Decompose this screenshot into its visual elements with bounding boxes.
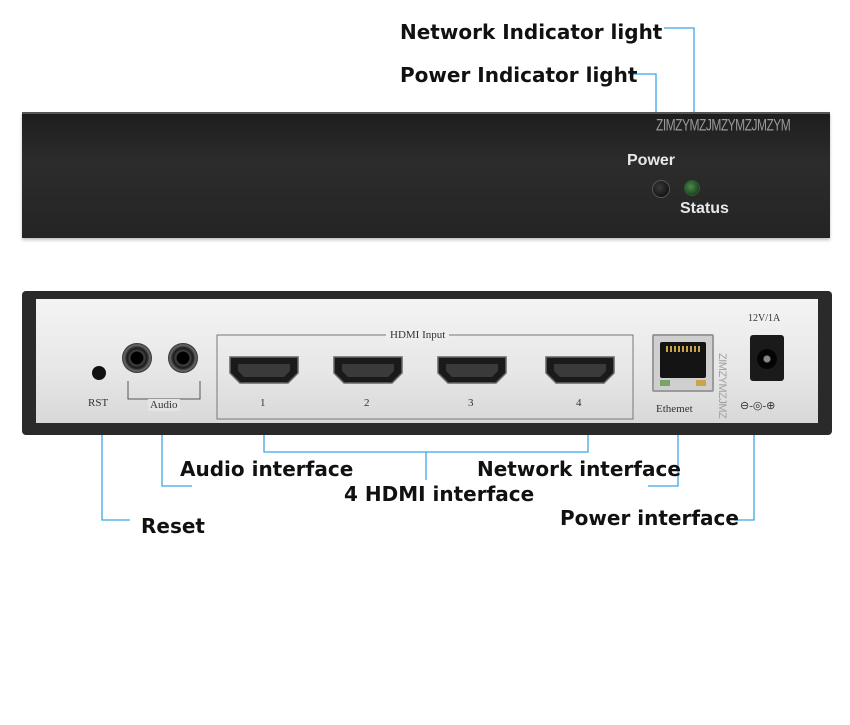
leader-audio xyxy=(161,424,192,487)
leader-power-interface xyxy=(734,424,755,521)
ethernet-port xyxy=(652,334,714,392)
dc-power-jack xyxy=(750,335,784,381)
ethernet-label: Ethemet xyxy=(656,403,693,415)
polarity-symbol: ⊖-◎-⊕ xyxy=(740,400,776,412)
callout-power-interface: Power interface xyxy=(560,506,739,530)
hdmi-port-2 xyxy=(333,356,403,384)
device-back-panel: RST Audio HDMI Input 1 2 xyxy=(22,291,832,435)
audio-jack-2 xyxy=(168,343,198,373)
callout-network-indicator: Network Indicator light xyxy=(400,20,663,44)
ethernet-led-right xyxy=(696,380,706,386)
power-label: Power xyxy=(627,152,676,169)
callout-reset: Reset xyxy=(141,514,205,538)
leader-network-interface xyxy=(648,424,679,487)
power-led xyxy=(652,180,670,198)
hdmi-port-label-1: 1 xyxy=(260,397,266,409)
callout-audio-interface: Audio interface xyxy=(180,457,354,481)
hdmi-group-label: HDMI Input xyxy=(386,329,450,341)
audio-jack-1 xyxy=(122,343,152,373)
hdmi-port-1 xyxy=(229,356,299,384)
back-panel-face: RST Audio HDMI Input 1 2 xyxy=(36,299,818,423)
leader-reset xyxy=(101,424,130,521)
callout-hdmi-interface: 4 HDMI interface xyxy=(344,482,535,506)
callout-power-indicator: Power Indicator light xyxy=(400,63,638,87)
hdmi-port-label-4: 4 xyxy=(576,397,582,409)
rst-label: RST xyxy=(88,397,109,409)
hdmi-port-4 xyxy=(545,356,615,384)
device-front-panel xyxy=(22,112,830,238)
callout-network-interface: Network interface xyxy=(477,457,681,481)
side-watermark: ZIMZYMZJMZ xyxy=(716,353,728,419)
front-watermark: ZIMZYMZJMZYMZJMZYM xyxy=(656,115,791,135)
hdmi-port-label-2: 2 xyxy=(364,397,370,409)
reset-pinhole xyxy=(92,366,106,380)
dc-jack-hole xyxy=(757,349,777,369)
status-label: Status xyxy=(680,200,729,217)
hdmi-port-3 xyxy=(437,356,507,384)
power-rating-label: 12V/1A xyxy=(748,313,781,324)
status-led xyxy=(684,180,700,196)
ethernet-led-left xyxy=(660,380,670,386)
ethernet-contacts xyxy=(666,346,700,352)
audio-label: Audio xyxy=(148,399,180,411)
hdmi-port-label-3: 3 xyxy=(468,397,474,409)
